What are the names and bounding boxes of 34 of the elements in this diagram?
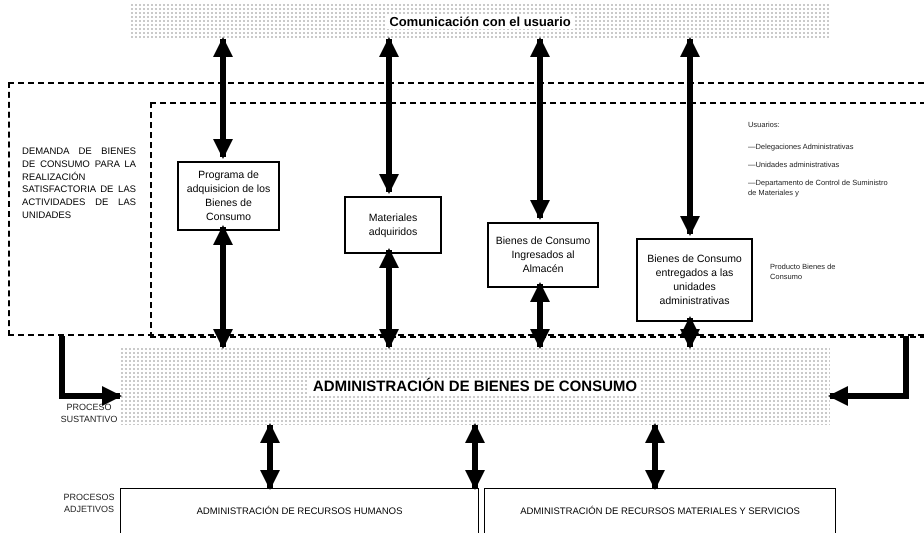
arrow [828, 336, 909, 406]
arrow [680, 37, 700, 236]
box-label: Programa de adquisicion de los Bienes de Consumo [186, 168, 272, 224]
band-title: Comunicación con el usuario [385, 14, 575, 28]
demand-text: DEMANDA DE BIENES DE CONSUMO PARA LA REALIZACIÓN SATISFACTORIA DE LAS ACTIVIDADES DE LAS UNIDADES [22, 146, 136, 223]
arrow [379, 248, 399, 349]
arrow [379, 37, 399, 194]
arrow [680, 316, 700, 349]
box-label: ADMINISTRACIÓN DE RECURSOS HUMANOS [196, 506, 402, 516]
arrow [530, 282, 550, 349]
header-band [120, 347, 830, 425]
process-box [344, 196, 442, 254]
box-label: Bienes de Consumo entregados a las unidades administrativas [646, 252, 743, 308]
arrow [213, 37, 233, 159]
band-title: ADMINISTRACIÓN DE BIENES DE CONSUMO [308, 378, 642, 394]
level-label: PROCESO SUSTANTIVO [60, 402, 118, 426]
process-box [636, 238, 753, 322]
arrow [213, 225, 233, 349]
arrow [645, 423, 665, 490]
dashed-frame [150, 102, 924, 338]
box-label: ADMINISTRACIÓN DE RECURSOS MATERIALES Y SERVICIOS [520, 506, 800, 516]
box-label: Materiales adquiridos [368, 210, 418, 240]
arrow [465, 423, 485, 490]
process-box [484, 488, 836, 533]
dashed-frame [8, 82, 924, 336]
arrow [260, 423, 280, 490]
arrow [59, 336, 122, 406]
arrow [530, 37, 550, 220]
process-box [120, 488, 479, 533]
process-box [487, 222, 599, 288]
process-box [177, 161, 280, 231]
box-label: Bienes de Consumo Ingresados al Almacén [494, 234, 592, 276]
level-label: PROCESOS ADJETIVOS [62, 492, 116, 516]
header-band [130, 3, 830, 39]
